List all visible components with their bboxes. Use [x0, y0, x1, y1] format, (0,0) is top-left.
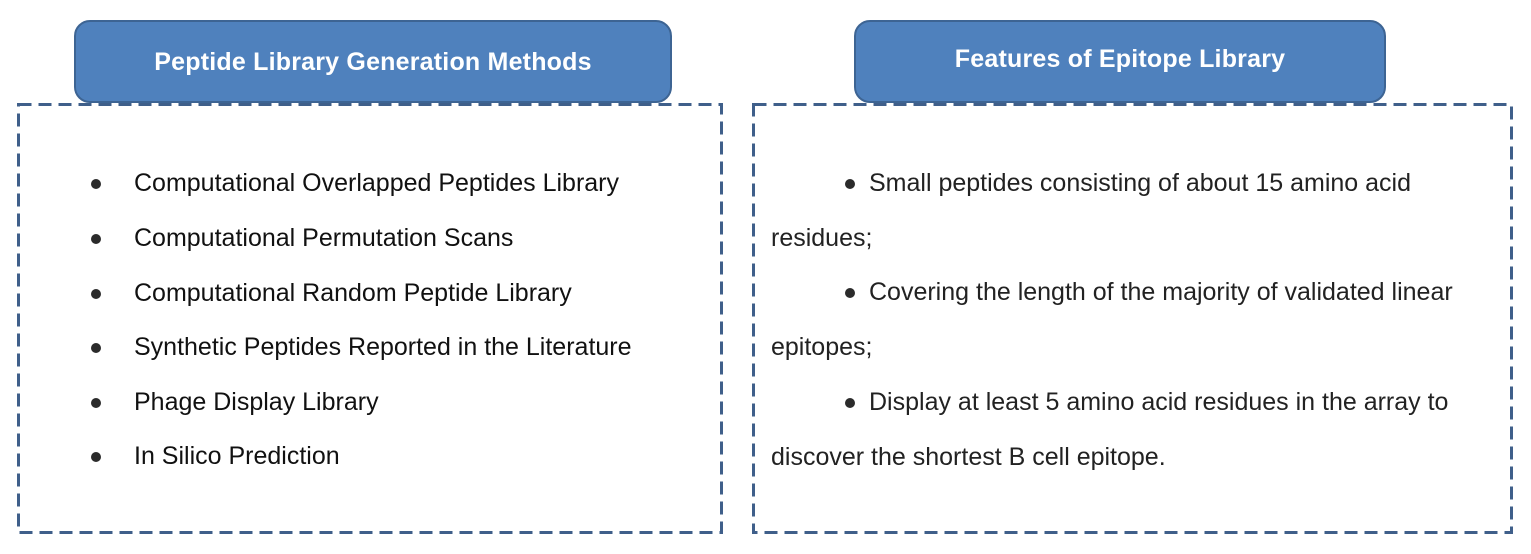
bullet-icon	[91, 234, 101, 244]
feature-text-line1: Display at least 5 amino acid residues i…	[869, 388, 1449, 416]
bullet-icon	[91, 452, 101, 462]
header-title: Features of Epitope Library	[954, 45, 1286, 73]
bullet-icon	[845, 288, 855, 298]
panel-epitope-features: Small peptides consisting of about 15 am…	[752, 103, 1513, 534]
feature-text-line1: Covering the length of the majority of v…	[869, 278, 1453, 306]
bullet-icon	[91, 179, 101, 189]
feature-text-line2: epitopes;	[771, 333, 873, 361]
panel-generation-methods: Computational Overlapped Peptides Librar…	[17, 103, 723, 534]
dashed-border	[752, 103, 1513, 534]
header-features-of-epitope-library: Features of Epitope Library	[854, 20, 1386, 103]
feature-text-line2: residues;	[771, 224, 873, 252]
list-item-text: In Silico Prediction	[134, 442, 340, 470]
list-item-text: Synthetic Peptides Reported in the Liter…	[134, 333, 632, 361]
feature-text-line2: discover the shortest B cell epitope.	[771, 443, 1166, 471]
header-title: Peptide Library Generation Methods	[154, 48, 592, 76]
list-item-text: Phage Display Library	[134, 388, 379, 416]
dashed-border	[17, 103, 723, 534]
bullet-icon	[91, 398, 101, 408]
bullet-icon	[91, 343, 101, 353]
list-item-text: Computational Overlapped Peptides Librar…	[134, 169, 619, 197]
bullet-icon	[91, 289, 101, 299]
list-item-text: Computational Permutation Scans	[134, 224, 514, 252]
bullet-icon	[845, 398, 855, 408]
header-peptide-library-generation-methods: Peptide Library Generation Methods	[74, 20, 672, 103]
feature-text-line1: Small peptides consisting of about 15 am…	[869, 169, 1411, 197]
bullet-icon	[845, 179, 855, 189]
list-item-text: Computational Random Peptide Library	[134, 279, 572, 307]
